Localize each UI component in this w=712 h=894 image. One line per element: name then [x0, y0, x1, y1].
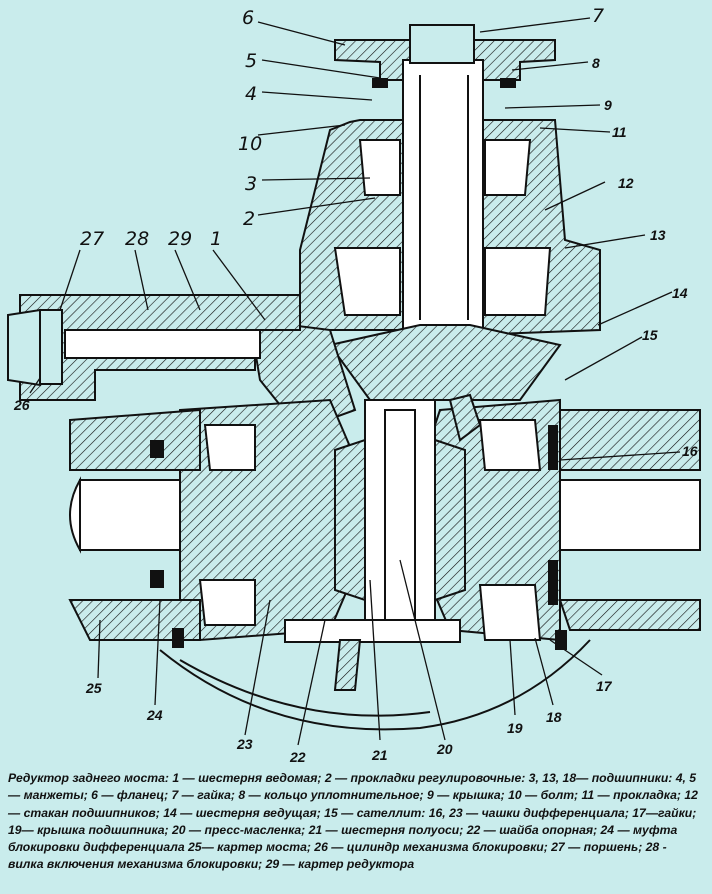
callout-11: 11 [612, 124, 627, 140]
callout-6: 6 [242, 7, 254, 29]
callout-9: 9 [604, 97, 612, 113]
callout-25: 25 [85, 680, 102, 696]
leader-lines [29, 17, 681, 746]
callout-21: 21 [371, 747, 388, 763]
callout-19: 19 [507, 720, 523, 736]
callout-20: 20 [436, 741, 453, 757]
callout-labels: 6 7 8 5 4 10 9 11 3 2 12 13 14 15 16 17 … [13, 5, 698, 765]
figure-caption: Редуктор заднего моста: 1 — шестерня вед… [8, 771, 698, 872]
callout-28: 28 [125, 228, 149, 250]
callout-12: 12 [618, 175, 634, 191]
callout-24: 24 [146, 707, 163, 723]
callout-22: 22 [289, 749, 306, 765]
callout-8: 8 [592, 55, 600, 71]
callout-18: 18 [546, 709, 562, 725]
callout-1: 1 [210, 228, 222, 250]
callout-27: 27 [80, 228, 104, 250]
callout-7: 7 [592, 5, 604, 27]
callout-26: 26 [13, 397, 30, 413]
callout-5: 5 [245, 50, 257, 72]
gearbox-cross-section-drawing: 6 7 8 5 4 10 9 11 3 2 12 13 14 15 16 17 … [7, 5, 701, 765]
callout-13: 13 [650, 227, 666, 243]
callout-4: 4 [245, 83, 257, 105]
callout-15: 15 [642, 327, 658, 343]
callout-2: 2 [243, 208, 255, 230]
callout-10: 10 [238, 133, 262, 155]
callout-17: 17 [596, 678, 613, 694]
callout-16: 16 [682, 443, 698, 459]
housing-outline [7, 24, 701, 731]
callout-23: 23 [236, 736, 253, 752]
callout-14: 14 [672, 285, 688, 301]
callout-29: 29 [168, 228, 192, 250]
callout-3: 3 [245, 173, 257, 195]
